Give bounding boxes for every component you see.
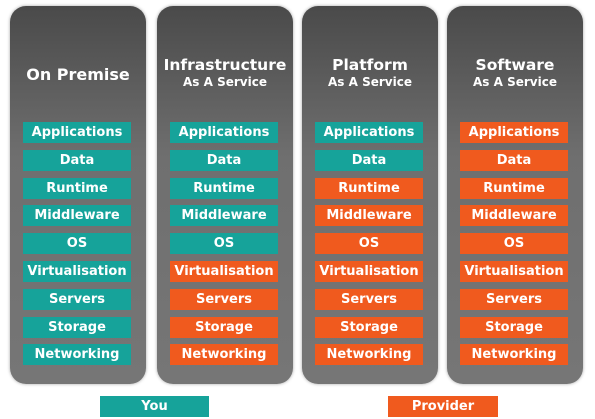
layer-virtualisation: Virtualisation (315, 260, 423, 282)
layer-runtime: Runtime (315, 177, 423, 199)
layer-virtualisation: Virtualisation (23, 260, 131, 282)
column-title-text: Infrastructure (163, 56, 287, 74)
layer-stack: Applications Data Runtime Middleware OS … (315, 122, 423, 372)
layer-applications: Applications (315, 122, 423, 143)
column-infrastructure-as-a-service: Infrastructure As A Service Applications… (157, 6, 293, 384)
column-title: On Premise (10, 66, 146, 83)
layer-storage: Storage (170, 316, 278, 338)
layer-stack: Applications Data Runtime Middleware OS … (23, 122, 131, 372)
layer-storage: Storage (315, 316, 423, 338)
layer-os: OS (23, 233, 131, 255)
layer-runtime: Runtime (460, 177, 568, 199)
service-model-columns: On Premise Applications Data Runtime Mid… (10, 6, 583, 384)
column-platform-as-a-service: Platform As A Service Applications Data … (302, 6, 438, 384)
layer-middleware: Middleware (170, 205, 278, 227)
column-subtitle-text: As A Service (183, 75, 267, 89)
layer-data: Data (23, 149, 131, 171)
layer-os: OS (460, 233, 568, 255)
column-title: Software As A Service (447, 57, 583, 90)
column-title-text: On Premise (26, 65, 130, 84)
layer-storage: Storage (23, 316, 131, 338)
column-subtitle-text: As A Service (473, 75, 557, 89)
layer-virtualisation: Virtualisation (170, 260, 278, 282)
layer-applications: Applications (170, 122, 278, 143)
layer-networking: Networking (460, 344, 568, 366)
legend-you: You (100, 396, 209, 417)
layer-servers: Servers (460, 288, 568, 310)
layer-applications: Applications (23, 122, 131, 143)
layer-runtime: Runtime (170, 177, 278, 199)
layer-applications: Applications (460, 122, 568, 143)
column-title-text: Platform (332, 56, 408, 74)
layer-storage: Storage (460, 316, 568, 338)
column-subtitle-text: As A Service (328, 75, 412, 89)
column-title: Infrastructure As A Service (157, 57, 293, 90)
layer-data: Data (460, 149, 568, 171)
layer-stack: Applications Data Runtime Middleware OS … (170, 122, 278, 372)
layer-servers: Servers (315, 288, 423, 310)
layer-networking: Networking (170, 344, 278, 366)
column-software-as-a-service: Software As A Service Applications Data … (447, 6, 583, 384)
layer-servers: Servers (170, 288, 278, 310)
legend-provider: Provider (388, 396, 498, 417)
layer-os: OS (170, 233, 278, 255)
column-on-premise: On Premise Applications Data Runtime Mid… (10, 6, 146, 384)
layer-networking: Networking (23, 344, 131, 366)
layer-data: Data (170, 149, 278, 171)
column-title: Platform As A Service (302, 57, 438, 90)
layer-networking: Networking (315, 344, 423, 366)
layer-middleware: Middleware (460, 205, 568, 227)
layer-virtualisation: Virtualisation (460, 260, 568, 282)
layer-data: Data (315, 149, 423, 171)
layer-runtime: Runtime (23, 177, 131, 199)
layer-servers: Servers (23, 288, 131, 310)
layer-stack: Applications Data Runtime Middleware OS … (460, 122, 568, 372)
layer-middleware: Middleware (315, 205, 423, 227)
column-title-text: Software (475, 56, 555, 74)
layer-middleware: Middleware (23, 205, 131, 227)
layer-os: OS (315, 233, 423, 255)
